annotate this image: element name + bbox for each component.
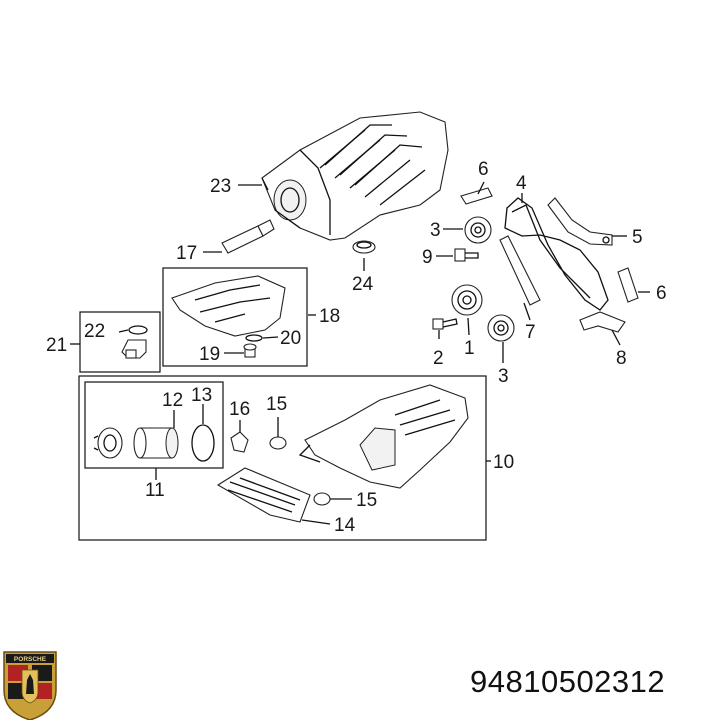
porsche-crest-logo: PORSCHE	[3, 651, 57, 720]
oil-cooler-part	[216, 467, 311, 523]
callout-13: 13	[191, 385, 212, 406]
group-box-11	[84, 381, 224, 469]
group-box-18	[162, 267, 308, 367]
callout-7: 7	[525, 322, 536, 343]
o-ring-22-part	[128, 325, 148, 335]
callout-23: 23	[210, 176, 231, 197]
leader-lines	[70, 181, 650, 525]
oil-pan-lower-part	[298, 384, 469, 489]
sprocket-lower-part	[487, 314, 515, 342]
group-box-21	[79, 311, 161, 373]
callout-9: 9	[422, 247, 433, 268]
callout-5: 5	[632, 227, 643, 248]
group-box-10	[78, 375, 487, 541]
callout-4: 4	[516, 173, 527, 194]
seal-13-part	[191, 424, 215, 462]
callout-22: 22	[84, 321, 105, 342]
callout-12: 12	[162, 390, 183, 411]
callout-21: 21	[46, 335, 67, 356]
crank-sprocket-part	[451, 284, 483, 316]
camshaft-sprocket-upper-part	[464, 216, 492, 244]
plug-19-part	[243, 343, 257, 358]
svg-text:PORSCHE: PORSCHE	[14, 656, 47, 663]
plug-15-upper-part	[269, 436, 287, 450]
callout-6-right: 6	[656, 283, 667, 304]
callout-8: 8	[616, 348, 627, 369]
o-ring-20-part	[245, 334, 263, 342]
callout-2: 2	[433, 348, 444, 369]
bolt-part	[454, 248, 479, 262]
timing-chain-part	[504, 197, 609, 311]
crank-bolt-part	[432, 318, 458, 330]
callout-16: 16	[229, 399, 250, 420]
callout-1: 1	[464, 338, 475, 359]
seal-ring-part	[352, 240, 376, 254]
sensor-part	[121, 339, 147, 359]
tube-part	[221, 219, 275, 254]
chain-guide-lower-part	[579, 311, 626, 333]
intake-manifold-part	[261, 111, 449, 241]
plug-15-lower-part	[313, 492, 331, 506]
callout-6-top: 6	[478, 159, 489, 180]
chain-guide-upper-part	[460, 187, 493, 205]
callout-11: 11	[145, 480, 165, 501]
oil-pan-upper-part	[171, 275, 286, 337]
filter-element-part	[133, 427, 179, 459]
filter-housing-part	[93, 427, 123, 459]
callout-24: 24	[352, 274, 374, 295]
chain-guide-right-part	[617, 267, 639, 303]
tensioner-rail-part	[547, 197, 613, 246]
callout-3-bottom: 3	[498, 366, 509, 387]
callout-10: 10	[493, 452, 514, 473]
callout-15-top: 15	[266, 394, 287, 415]
chain-guide-7-part	[499, 235, 541, 306]
callout-18: 18	[319, 306, 340, 327]
callout-14: 14	[334, 515, 356, 536]
callout-15-bottom: 15	[356, 490, 377, 511]
part-number-label: 94810502312	[470, 664, 666, 699]
callout-20: 20	[280, 328, 301, 349]
callout-19: 19	[199, 344, 220, 365]
callout-3-top: 3	[430, 220, 441, 241]
bracket-16-part	[230, 431, 249, 453]
callout-17: 17	[176, 243, 197, 264]
